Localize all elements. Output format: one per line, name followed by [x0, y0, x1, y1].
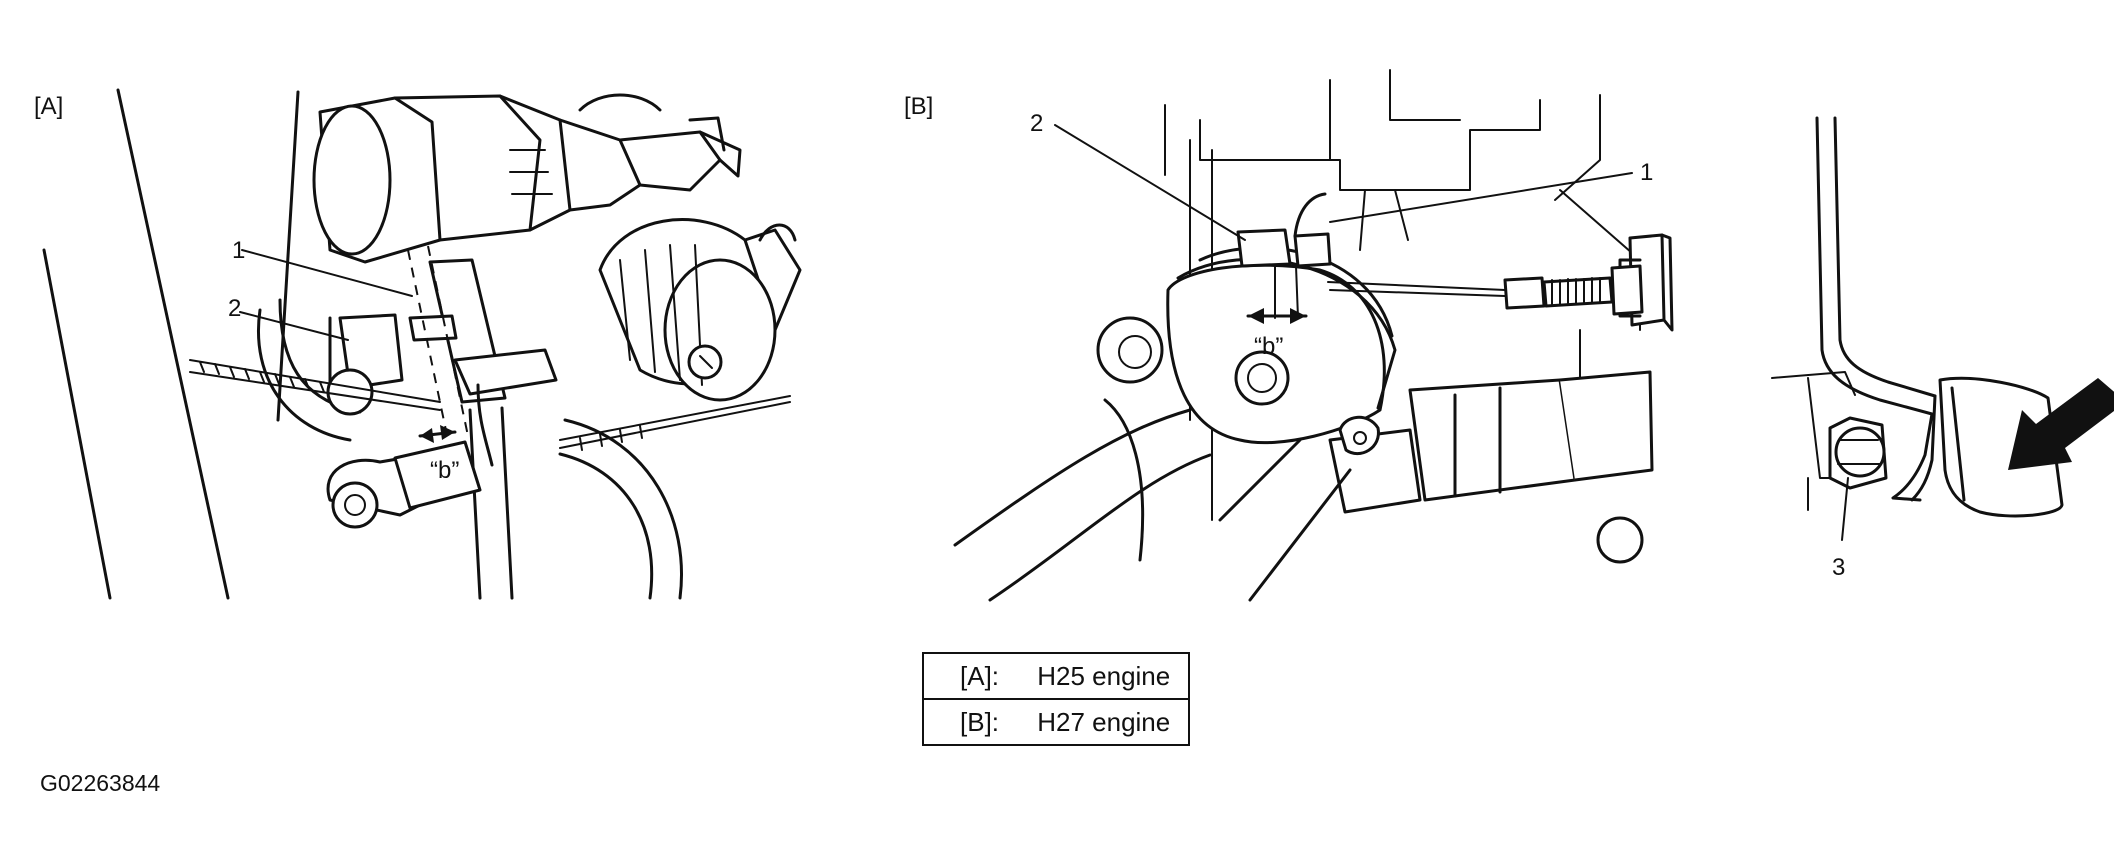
panel-c-illustration: 3 [1771, 116, 2114, 581]
panel-b-callout-1: 1 [1640, 159, 1653, 186]
panel-a-callout-1: 1 [232, 237, 245, 264]
legend-value: H27 engine [1037, 706, 1171, 737]
panel-b-label: [B] [904, 93, 933, 120]
throttle-body [312, 93, 742, 264]
legend-row-cell: [A]: H25 engine [921, 652, 1191, 700]
lever-bracket [257, 298, 482, 529]
legend-key: [B]: [960, 706, 1000, 737]
panel-b-gap-label: “b” [1254, 333, 1283, 360]
legend-key: [A]: [960, 660, 1000, 691]
legend-value: H25 engine [1037, 660, 1171, 691]
panel-a-gap-label: “b” [430, 457, 459, 484]
legend-row: [A]: H25 engine [921, 652, 1191, 700]
figure-id: G02263844 [40, 770, 161, 796]
inhibitor-switch [1096, 192, 1397, 456]
panel-b-illustration: [B] [904, 69, 1674, 602]
actuator-motor [598, 218, 802, 402]
engine-legend-table: [A]: H25 engine [B]: H27 engine [921, 652, 1191, 746]
pedal-press-arrow [2008, 378, 2114, 470]
panel-b-callout-2: 2 [1030, 110, 1043, 137]
legend-row: [B]: H27 engine [921, 698, 1191, 746]
panel-c-callout-3: 3 [1832, 554, 1845, 581]
stop-lamp-switch [1828, 416, 1888, 490]
panel-a-callout-2: 2 [228, 295, 241, 322]
intake-pipe [428, 258, 558, 600]
legend-row-cell: [B]: H27 engine [921, 698, 1191, 746]
panel-a-label: [A] [34, 93, 63, 120]
panel-a-illustration: [A] [34, 88, 802, 600]
